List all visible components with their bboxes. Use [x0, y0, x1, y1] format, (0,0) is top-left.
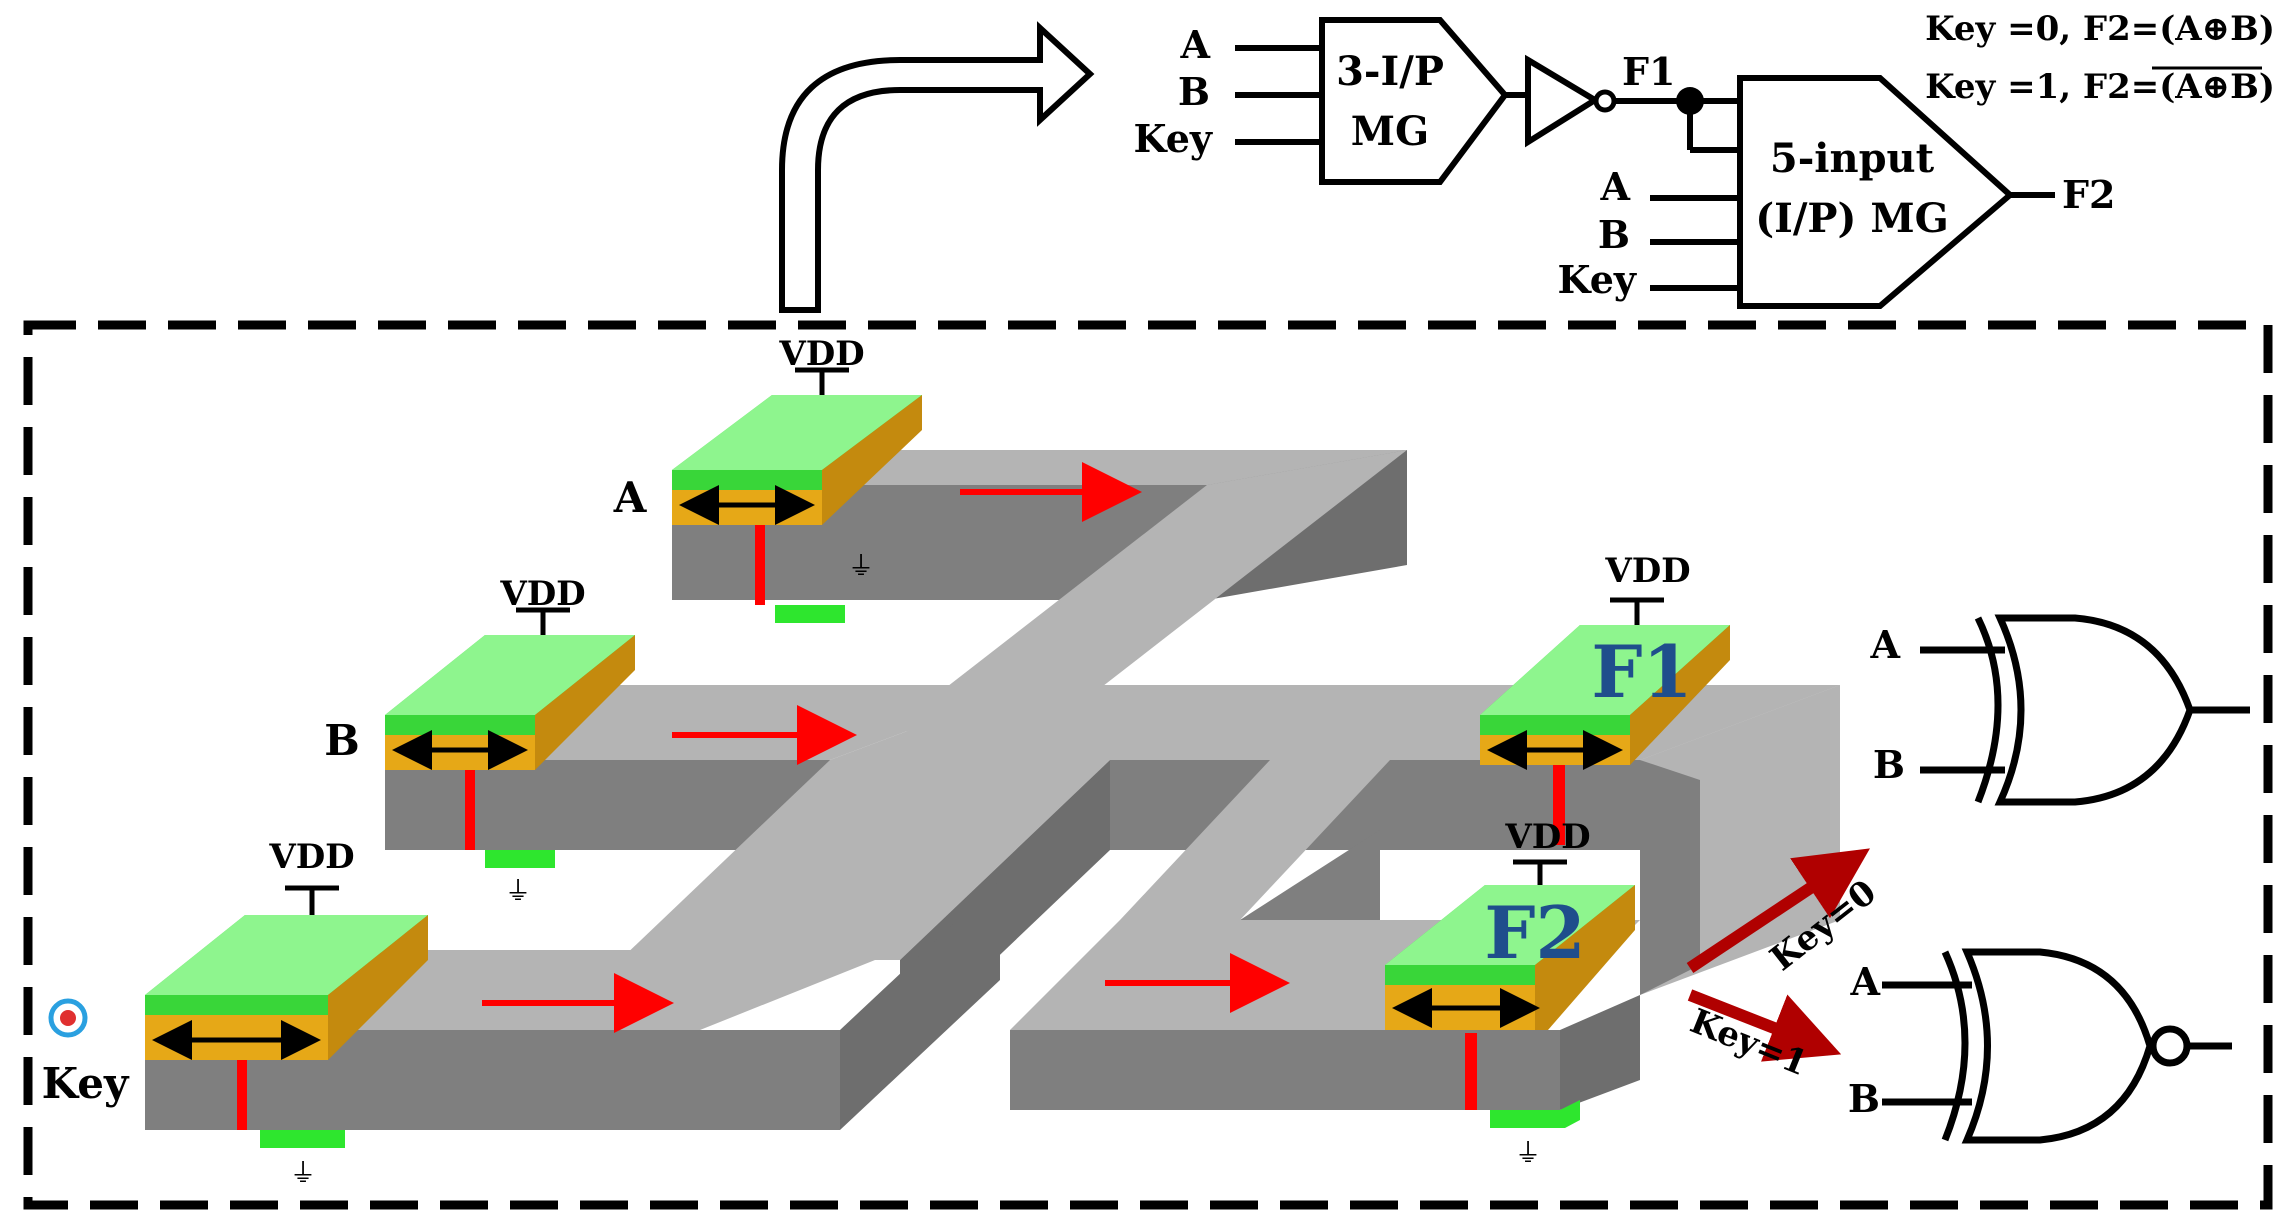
gate1-label-line1: 3-I/P: [1336, 48, 1444, 95]
transducer-key: VDD Key ⏚: [42, 837, 428, 1189]
gate1-input-b: B: [1178, 69, 1210, 114]
vdd-label-key: VDD: [268, 837, 354, 877]
gate2-label-line1: 5-input: [1770, 135, 1935, 182]
xor-gate: A B: [1870, 614, 2250, 806]
vdd-label-f2: VDD: [1504, 817, 1590, 857]
ground-symbol-key: ⏚: [290, 1159, 316, 1189]
waveguide-trunk-lower: [620, 760, 1110, 960]
input-b-label: B: [324, 716, 360, 765]
gate2-input-a: A: [1600, 164, 1631, 209]
transducer-f2: VDD F2 ⏚: [1385, 817, 1635, 1169]
f2-signal-label: F2: [2062, 172, 2115, 217]
vdd-label-f1: VDD: [1604, 551, 1690, 591]
xnor-gate: A B: [1848, 948, 2232, 1144]
gate1-label-line2: MG: [1351, 108, 1429, 155]
transducer-a: VDD A ⏚: [613, 334, 922, 623]
waveguide-inner-stub: [1120, 760, 1390, 920]
gate2-input-key: Key: [1558, 257, 1637, 302]
gate1-input-key: Key: [1134, 116, 1213, 161]
equation-key1: Key =1, F2=(A⊕B): [1925, 67, 2275, 107]
device-border: [23, 320, 2273, 1210]
xor-input-b: B: [1873, 742, 1905, 787]
ground-symbol-f2: ⏚: [1515, 1139, 1541, 1169]
key0-selector-arrow: [1686, 848, 1870, 973]
equation-key0: Key =0, F2=(A⊕B): [1925, 9, 2275, 49]
transducer-f1: VDD F1: [1480, 551, 1730, 845]
ground-symbol-a: ⏚: [848, 552, 874, 582]
majority-gate-5-input: [1737, 75, 2015, 309]
input-key-label: Key: [42, 1059, 130, 1108]
xnor-input-b: B: [1848, 1076, 1880, 1121]
waveguide-structure: [145, 450, 1840, 1130]
logic-schematic: A B Key 3-I/P MG F1 A B Key 5-input (I/P…: [1134, 9, 2275, 309]
xnor-input-a: A: [1850, 959, 1881, 1004]
waveguide-trunk-upper: [885, 450, 1407, 735]
input-a-label: A: [613, 473, 648, 522]
waveguide-arm-b-side: [385, 760, 830, 850]
ground-symbol-b: ⏚: [505, 877, 531, 907]
output-f1-label: F1: [1591, 629, 1692, 714]
inverter-bubble: [1593, 89, 1617, 113]
curved-output-arrow: [779, 21, 1095, 313]
vdd-label-a: VDD: [778, 334, 864, 374]
output-f2-label: F2: [1484, 890, 1585, 975]
gate1-input-a: A: [1180, 22, 1211, 67]
xor-input-a: A: [1870, 622, 1901, 667]
gate2-input-b: B: [1598, 212, 1630, 257]
transducer-b: VDD B ⏚: [324, 574, 635, 907]
inverter-gate: [1525, 54, 1601, 148]
f1-signal-label: F1: [1622, 49, 1675, 94]
waveguide-arm-f2-side: [1010, 1030, 1560, 1110]
vdd-label-b: VDD: [499, 574, 585, 614]
gate2-label-line2: (I/P) MG: [1755, 195, 1949, 242]
xnor-bubble: [2149, 1025, 2191, 1067]
key1-selector-arrow: [1687, 989, 1842, 1062]
majority-gate-3-input: [1319, 17, 1509, 185]
